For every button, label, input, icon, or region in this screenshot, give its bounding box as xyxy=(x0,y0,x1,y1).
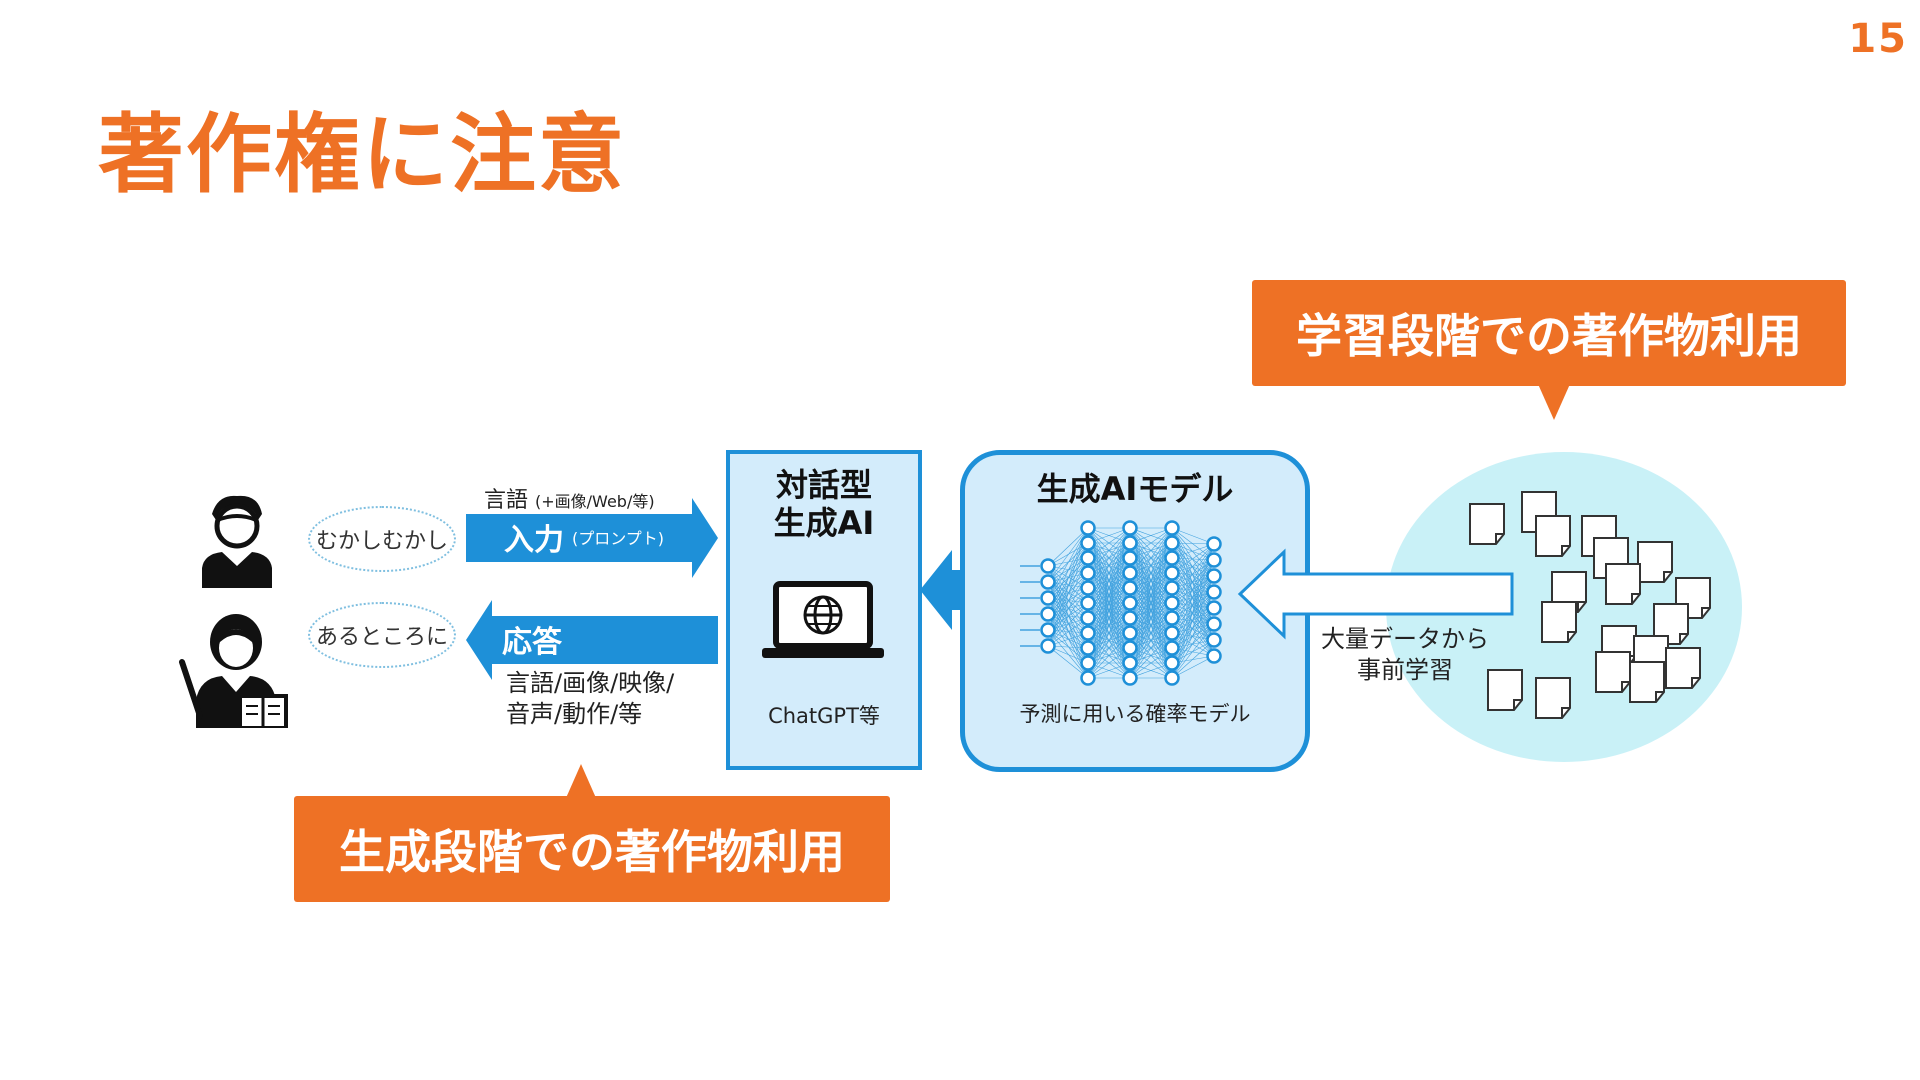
page-number: 15 xyxy=(1848,16,1908,62)
document-icon xyxy=(1469,503,1505,545)
network-node xyxy=(1080,625,1096,641)
network-node xyxy=(1122,625,1138,641)
input-arrow-label: 入力 (プロンプト) xyxy=(504,512,664,562)
callout-learning: 学習段階での著作物利用 xyxy=(1252,280,1846,386)
laptop-icon xyxy=(762,581,884,658)
network-node xyxy=(1122,610,1138,626)
pretrain-label: 大量データから 事前学習 xyxy=(1310,624,1500,686)
network-node xyxy=(1164,580,1180,596)
network-node xyxy=(1040,606,1056,622)
input-label-sub: (+画像/Web/等) xyxy=(535,492,655,511)
network-node xyxy=(1122,670,1138,686)
network-node xyxy=(1122,520,1138,536)
neural-network-icon xyxy=(1020,520,1222,686)
network-node xyxy=(1206,552,1222,568)
network-node xyxy=(1122,655,1138,671)
input-label: 言語 (+画像/Web/等) xyxy=(484,482,655,514)
bubble-once-upon: むかしむかし xyxy=(308,506,456,572)
document-icon xyxy=(1605,563,1641,605)
network-node xyxy=(1164,655,1180,671)
network-node xyxy=(1164,640,1180,656)
network-node xyxy=(1206,616,1222,632)
teacher-icon xyxy=(179,614,288,728)
callout-generation: 生成段階での著作物利用 xyxy=(294,796,890,902)
ai-model-title: 生成AIモデル xyxy=(1036,470,1234,508)
dialog-ai-heading: 対話型 生成AI xyxy=(726,466,922,543)
network-node xyxy=(1206,648,1222,664)
network-node xyxy=(1080,670,1096,686)
document-icon xyxy=(1535,677,1571,719)
document-icon xyxy=(1653,603,1689,645)
training-arrow xyxy=(1237,548,1514,640)
response-label-line2: 音声/動作/等 xyxy=(506,700,643,728)
dialog-ai-line2: 生成AI xyxy=(773,504,875,543)
response-arrow-label: 応答 xyxy=(502,625,562,660)
input-arrow-small: (プロンプト) xyxy=(572,529,665,548)
network-node xyxy=(1080,580,1096,596)
response-label-line1: 言語/画像/映像/ xyxy=(506,669,675,697)
network-node xyxy=(1080,610,1096,626)
network-node xyxy=(1164,535,1180,551)
network-node xyxy=(1206,584,1222,600)
documents-cluster xyxy=(1469,491,1711,719)
document-icon xyxy=(1595,651,1631,693)
network-node xyxy=(1164,625,1180,641)
network-node xyxy=(1040,574,1056,590)
network-node xyxy=(1080,550,1096,566)
network-node xyxy=(1040,558,1056,574)
globe-icon xyxy=(803,595,843,635)
network-node xyxy=(1206,568,1222,584)
network-node xyxy=(1122,535,1138,551)
network-node xyxy=(1206,632,1222,648)
pretrain-line1: 大量データから xyxy=(1321,625,1489,653)
bubble-there-was: あるところに xyxy=(308,602,456,668)
network-node xyxy=(1164,670,1180,686)
input-label-main: 言語 xyxy=(484,488,529,513)
network-node xyxy=(1122,565,1138,581)
document-icon xyxy=(1535,515,1571,557)
network-node xyxy=(1164,565,1180,581)
network-node xyxy=(1080,535,1096,551)
network-node xyxy=(1040,590,1056,606)
callout-learning-tip xyxy=(1538,384,1570,420)
network-node xyxy=(1122,550,1138,566)
network-node xyxy=(1164,520,1180,536)
response-arrow xyxy=(466,600,718,680)
input-arrow-text: 入力 xyxy=(504,523,564,558)
network-node xyxy=(1080,640,1096,656)
user-icon xyxy=(202,495,272,588)
callout-generation-tip xyxy=(566,764,596,798)
network-node xyxy=(1164,550,1180,566)
network-node xyxy=(1080,565,1096,581)
network-node xyxy=(1122,640,1138,656)
document-icon xyxy=(1629,661,1665,703)
dialog-ai-caption: ChatGPT等 xyxy=(768,704,880,728)
network-node xyxy=(1164,610,1180,626)
network-node xyxy=(1080,520,1096,536)
document-icon xyxy=(1637,541,1673,583)
network-node xyxy=(1122,595,1138,611)
network-node xyxy=(1122,580,1138,596)
network-node xyxy=(1080,595,1096,611)
network-node xyxy=(1206,536,1222,552)
network-node xyxy=(1040,638,1056,654)
ai-model-caption: 予測に用いる確率モデル xyxy=(1019,702,1251,726)
input-arrow xyxy=(466,498,718,578)
network-node xyxy=(1206,600,1222,616)
pretrain-line2: 事前学習 xyxy=(1357,656,1453,684)
response-label: 言語/画像/映像/ 音声/動作/等 xyxy=(506,668,674,730)
network-node xyxy=(1164,595,1180,611)
dialog-ai-line1: 対話型 xyxy=(775,466,872,504)
document-icon xyxy=(1541,601,1577,643)
document-icon xyxy=(1487,669,1523,711)
network-node xyxy=(1040,622,1056,638)
network-node xyxy=(1080,655,1096,671)
document-icon xyxy=(1665,647,1701,689)
page-title: 著作権に注意 xyxy=(98,105,626,205)
